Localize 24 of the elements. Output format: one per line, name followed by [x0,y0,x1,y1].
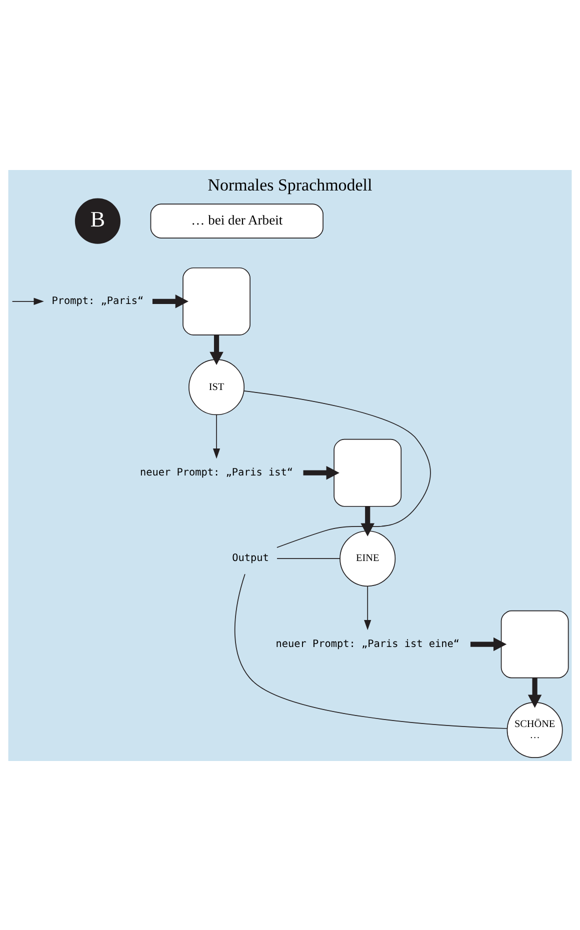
connector [234,573,508,728]
arrow [152,294,188,308]
node-circle: B [74,198,120,244]
diagram-title: Normales Sprachmodell [208,174,372,194]
node-circle: IST [188,358,245,415]
node-box [500,610,569,678]
arrow [364,585,372,630]
arrow [470,636,507,651]
node-circle: EINE [340,530,396,586]
arrow [12,297,44,304]
node-text: Output [232,552,269,564]
node-box [182,266,250,335]
node-circle: SCHÖNE … [506,702,563,758]
node-text: neuer Prompt: „Paris ist eine“ [276,638,460,650]
arrow [303,465,340,480]
node-box [334,438,402,506]
node-text: neuer Prompt: „Paris ist“ [140,466,294,478]
node-box: … bei der Arbeit [150,203,324,238]
connector [243,390,431,548]
arrow [360,506,374,536]
arrow [212,414,220,458]
arrow [210,334,224,364]
arrow [528,677,542,708]
node-text: Prompt: „Paris“ [52,296,144,307]
